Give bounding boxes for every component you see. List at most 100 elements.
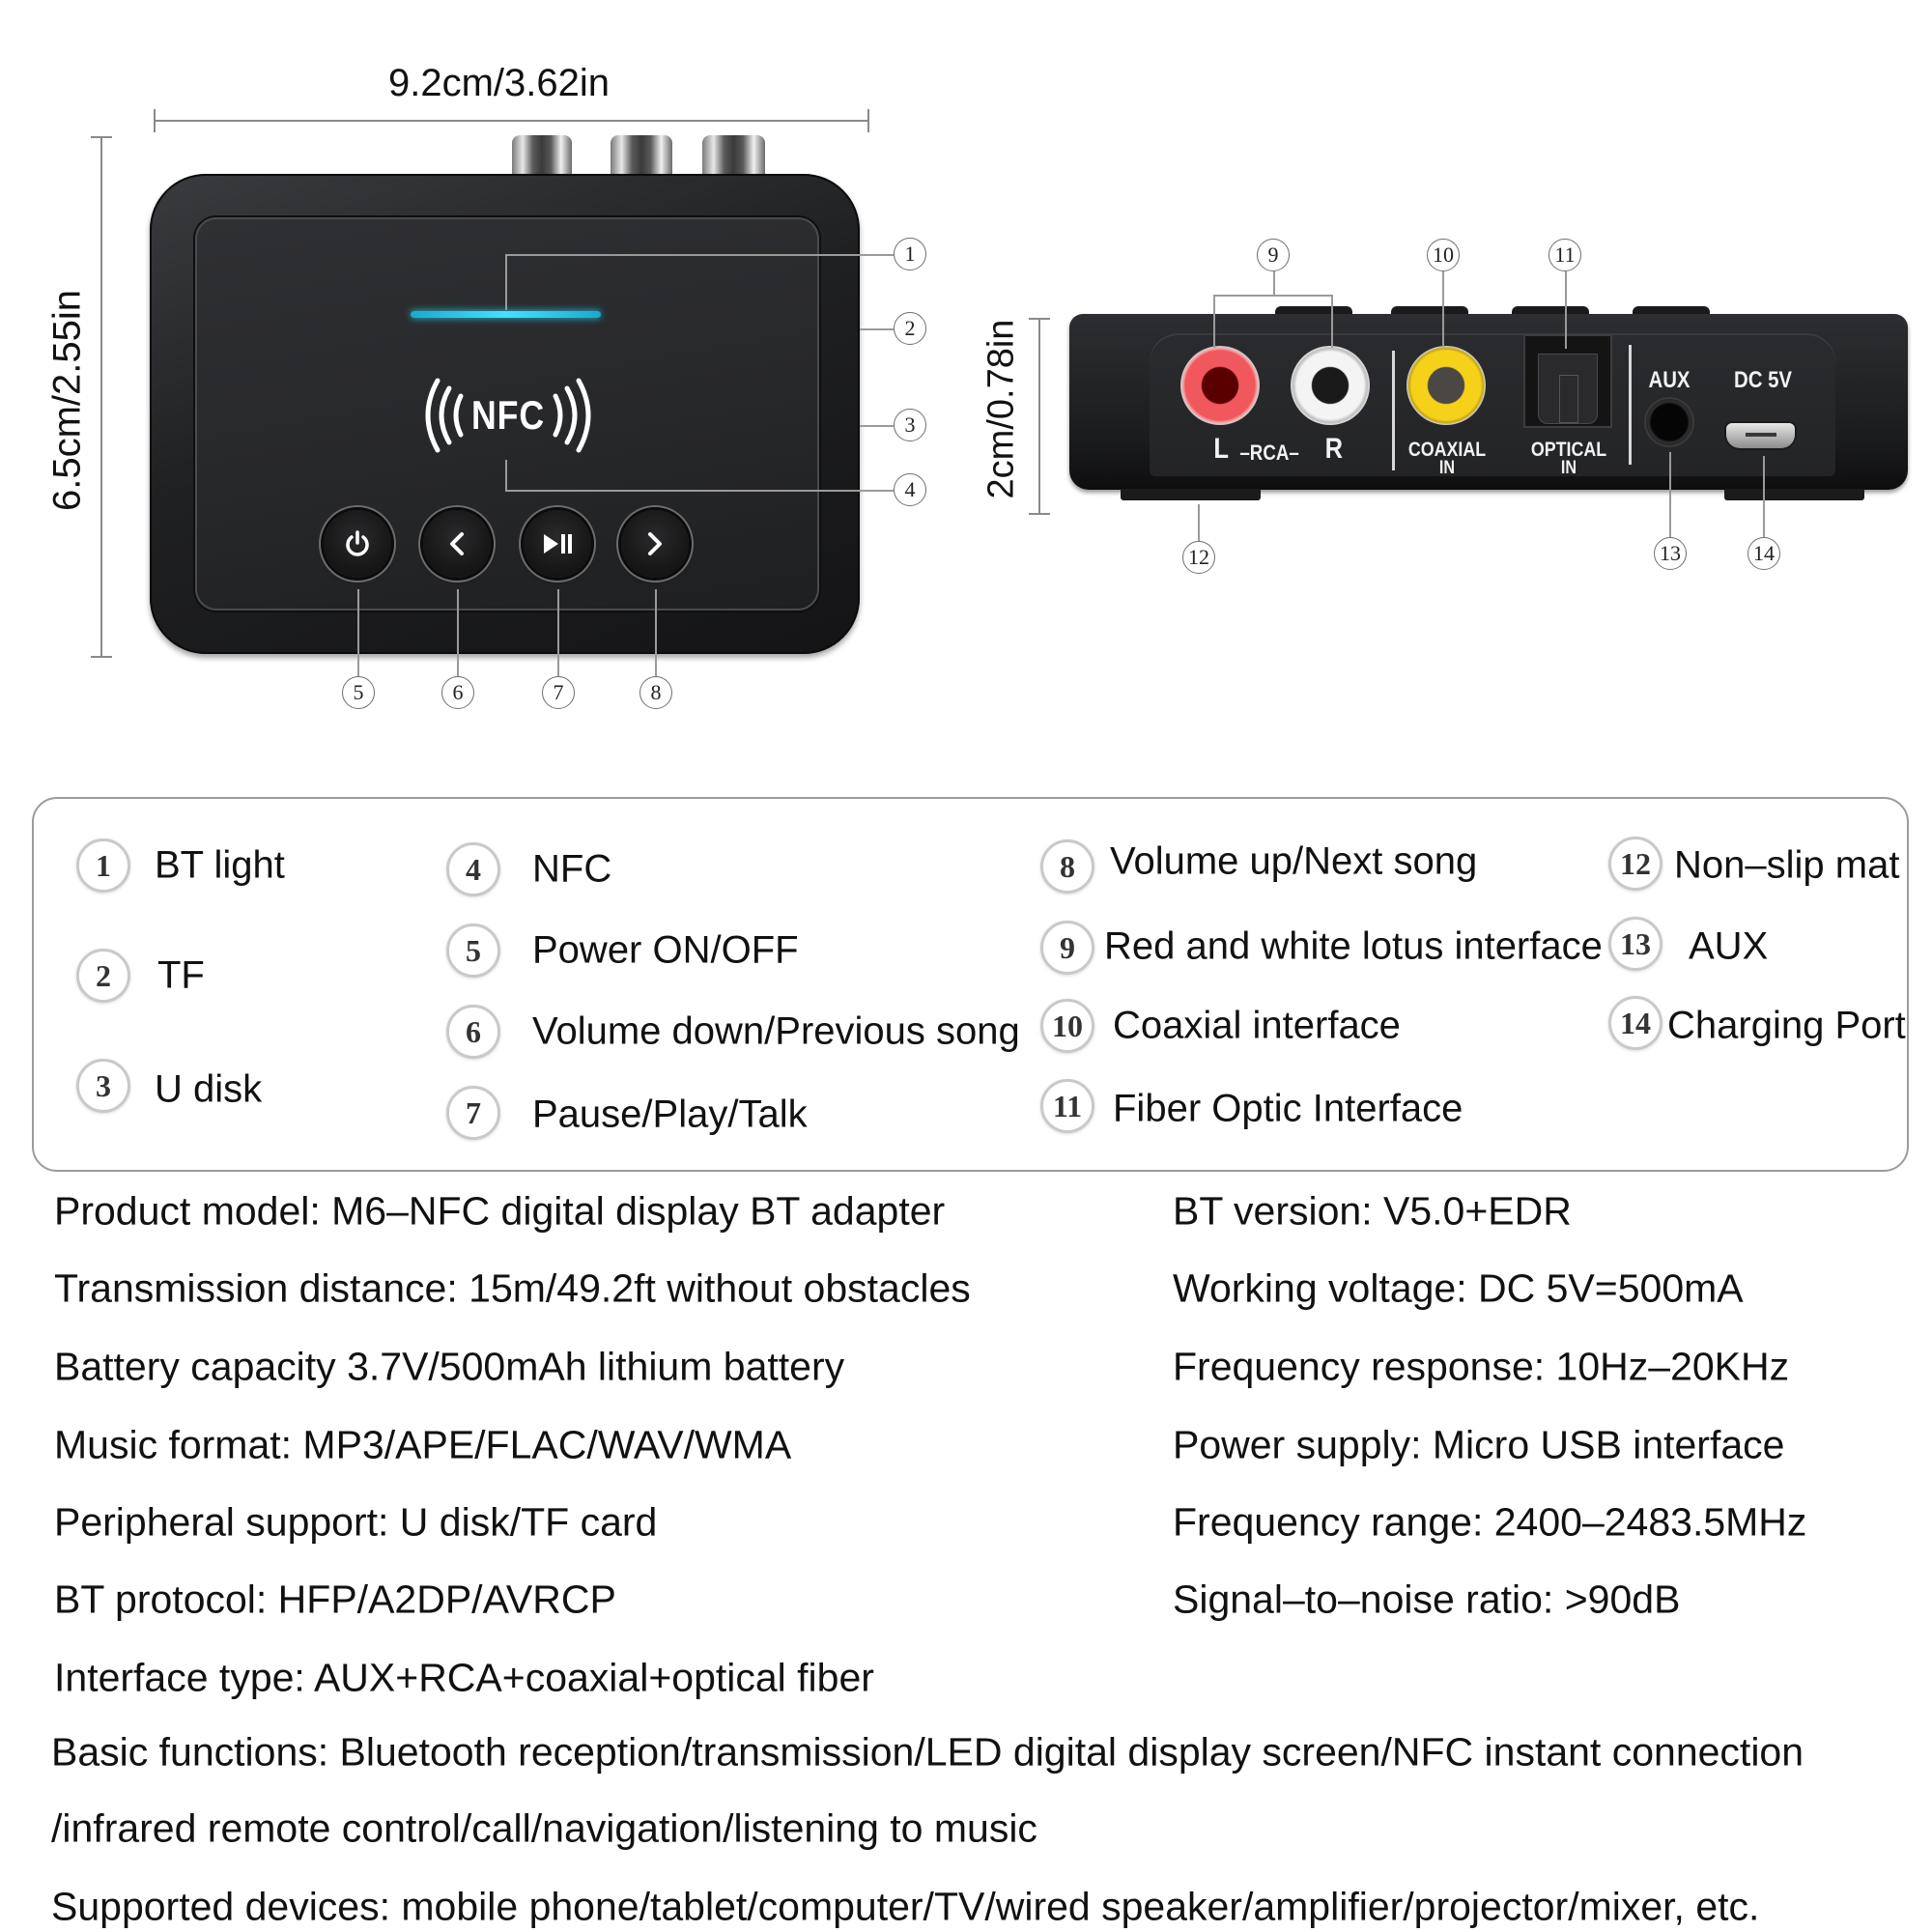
- micro-usb-port[interactable]: [1726, 423, 1795, 448]
- spec-left-7: Interface type: AUX+RCA+coaxial+optical …: [54, 1655, 874, 1700]
- callout-leader-7: [557, 589, 559, 676]
- optical-label-line2: IN: [1560, 458, 1577, 478]
- top-rca-jack: [611, 135, 672, 176]
- height-dimension-tick-top: [91, 136, 112, 138]
- back-top-bump: [1633, 306, 1710, 316]
- spec-left-5: Peripheral support: U disk/TF card: [54, 1499, 658, 1545]
- legend-number-5: 5: [446, 923, 500, 978]
- width-dimension-tick-left: [154, 109, 156, 132]
- legend-number-6: 6: [446, 1005, 500, 1059]
- callout-leader-1: [505, 254, 507, 310]
- legend-number-8: 8: [1040, 839, 1094, 894]
- spec-right-5: Frequency range: 2400–2483.5MHz: [1173, 1499, 1807, 1545]
- width-dimension-line: [155, 120, 869, 122]
- rca-right-jack[interactable]: [1291, 346, 1370, 425]
- callout-11: 11: [1548, 239, 1581, 271]
- spec-left-2: Transmission distance: 15m/49.2ft withou…: [54, 1265, 971, 1311]
- legend-box: [32, 797, 1909, 1172]
- play-pause-icon: [544, 534, 572, 554]
- callout-leader-5: [357, 589, 359, 676]
- callout-10: 10: [1427, 239, 1460, 271]
- legend-number-14: 14: [1608, 996, 1662, 1050]
- legend-label-14: Charging Port: [1667, 1004, 1906, 1047]
- depth-dimension-line: [1038, 319, 1040, 514]
- legend-number-10: 10: [1040, 999, 1094, 1053]
- callout-leader-11: [1565, 271, 1567, 349]
- legend-number-3: 3: [76, 1059, 130, 1113]
- legend-label-9: Red and white lotus interface: [1104, 924, 1603, 968]
- chevron-right-icon: [648, 532, 662, 555]
- legend-label-6: Volume down/Previous song: [532, 1009, 1020, 1053]
- callout-6: 6: [441, 676, 474, 709]
- top-rca-jack: [702, 135, 765, 176]
- nfc-logo: NFC: [422, 377, 594, 454]
- nfc-waves-icon: [425, 378, 591, 453]
- spec-basic-functions-1: Basic functions: Bluetooth reception/tra…: [51, 1729, 1804, 1775]
- back-top-bump: [1391, 306, 1468, 316]
- spec-right-6: Signal–to–noise ratio: >90dB: [1173, 1577, 1681, 1622]
- callout-leader-9: [1331, 295, 1333, 348]
- legend-number-4: 4: [446, 842, 500, 896]
- rca-left-jack[interactable]: [1180, 346, 1260, 425]
- coaxial-jack[interactable]: [1406, 346, 1486, 425]
- legend-number-12: 12: [1608, 837, 1662, 891]
- panel-separator: [1392, 351, 1395, 470]
- callout-leader-1: [505, 254, 894, 256]
- aux-jack[interactable]: [1646, 399, 1692, 445]
- rca-mid-label: –RCA–: [1239, 440, 1299, 465]
- legend-label-5: Power ON/OFF: [532, 928, 799, 972]
- depth-dimension-tick-top: [1029, 318, 1050, 320]
- spec-right-1: BT version: V5.0+EDR: [1173, 1188, 1572, 1234]
- callout-leader-10: [1442, 271, 1444, 347]
- callout-leader-8: [655, 589, 657, 676]
- bt-light-led: [411, 311, 601, 318]
- legend-label-7: Pause/Play/Talk: [532, 1093, 808, 1136]
- power-button[interactable]: [324, 510, 391, 578]
- width-dimension-tick-right: [867, 109, 869, 132]
- legend-label-11: Fiber Optic Interface: [1113, 1087, 1463, 1130]
- optical-label-line1: OPTICAL: [1530, 439, 1607, 461]
- legend-label-10: Coaxial interface: [1113, 1004, 1401, 1047]
- top-rca-jack: [512, 135, 572, 176]
- back-top-bump: [1275, 306, 1352, 316]
- depth-dimension-tick-bottom: [1029, 513, 1050, 515]
- callout-leader-9: [1273, 271, 1275, 296]
- dc-5v-label: DC 5V: [1733, 367, 1793, 393]
- callout-13: 13: [1654, 537, 1687, 570]
- next-volume-up-button[interactable]: [621, 510, 689, 578]
- callout-leader-9: [1213, 295, 1215, 348]
- callout-9: 9: [1257, 239, 1290, 271]
- play-pause-button[interactable]: [524, 510, 591, 578]
- coaxial-label-line1: COAXIAL: [1407, 439, 1487, 461]
- panel-separator: [1629, 345, 1632, 465]
- callout-leader-12: [1198, 504, 1200, 541]
- legend-number-1: 1: [76, 838, 130, 893]
- legend-number-7: 7: [446, 1086, 500, 1140]
- depth-dimension-label: 2cm/0.78in: [980, 319, 1022, 499]
- legend-label-4: NFC: [532, 847, 612, 891]
- callout-5: 5: [342, 676, 375, 709]
- chevron-left-icon: [450, 532, 464, 555]
- spec-left-3: Battery capacity 3.7V/500mAh lithium bat…: [54, 1344, 845, 1389]
- nfc-logo-text: NFC: [471, 392, 545, 438]
- height-dimension-label: 6.5cm/2.55in: [45, 289, 89, 512]
- rca-r-label: R: [1324, 433, 1344, 465]
- non-slip-mat: [1121, 489, 1261, 500]
- callout-leader-4: [505, 460, 507, 491]
- previous-volume-down-button[interactable]: [423, 510, 491, 578]
- callout-3: 3: [894, 409, 926, 441]
- legend-label-12: Non–slip mat: [1674, 843, 1900, 887]
- rca-l-label: L: [1213, 433, 1229, 465]
- legend-label-3: U disk: [155, 1067, 263, 1111]
- callout-1: 1: [894, 238, 926, 270]
- callout-7: 7: [542, 676, 575, 709]
- callout-leader-4: [505, 490, 894, 492]
- callout-leader-2: [860, 328, 894, 330]
- optical-shutter: [1538, 354, 1598, 424]
- micro-usb-contacts: [1746, 433, 1776, 437]
- spec-right-4: Power supply: Micro USB interface: [1173, 1422, 1785, 1467]
- legend-label-8: Volume up/Next song: [1110, 839, 1478, 883]
- spec-right-3: Frequency response: 10Hz–20KHz: [1173, 1344, 1790, 1389]
- optical-port[interactable]: [1523, 334, 1612, 428]
- device-front-panel: [195, 217, 819, 611]
